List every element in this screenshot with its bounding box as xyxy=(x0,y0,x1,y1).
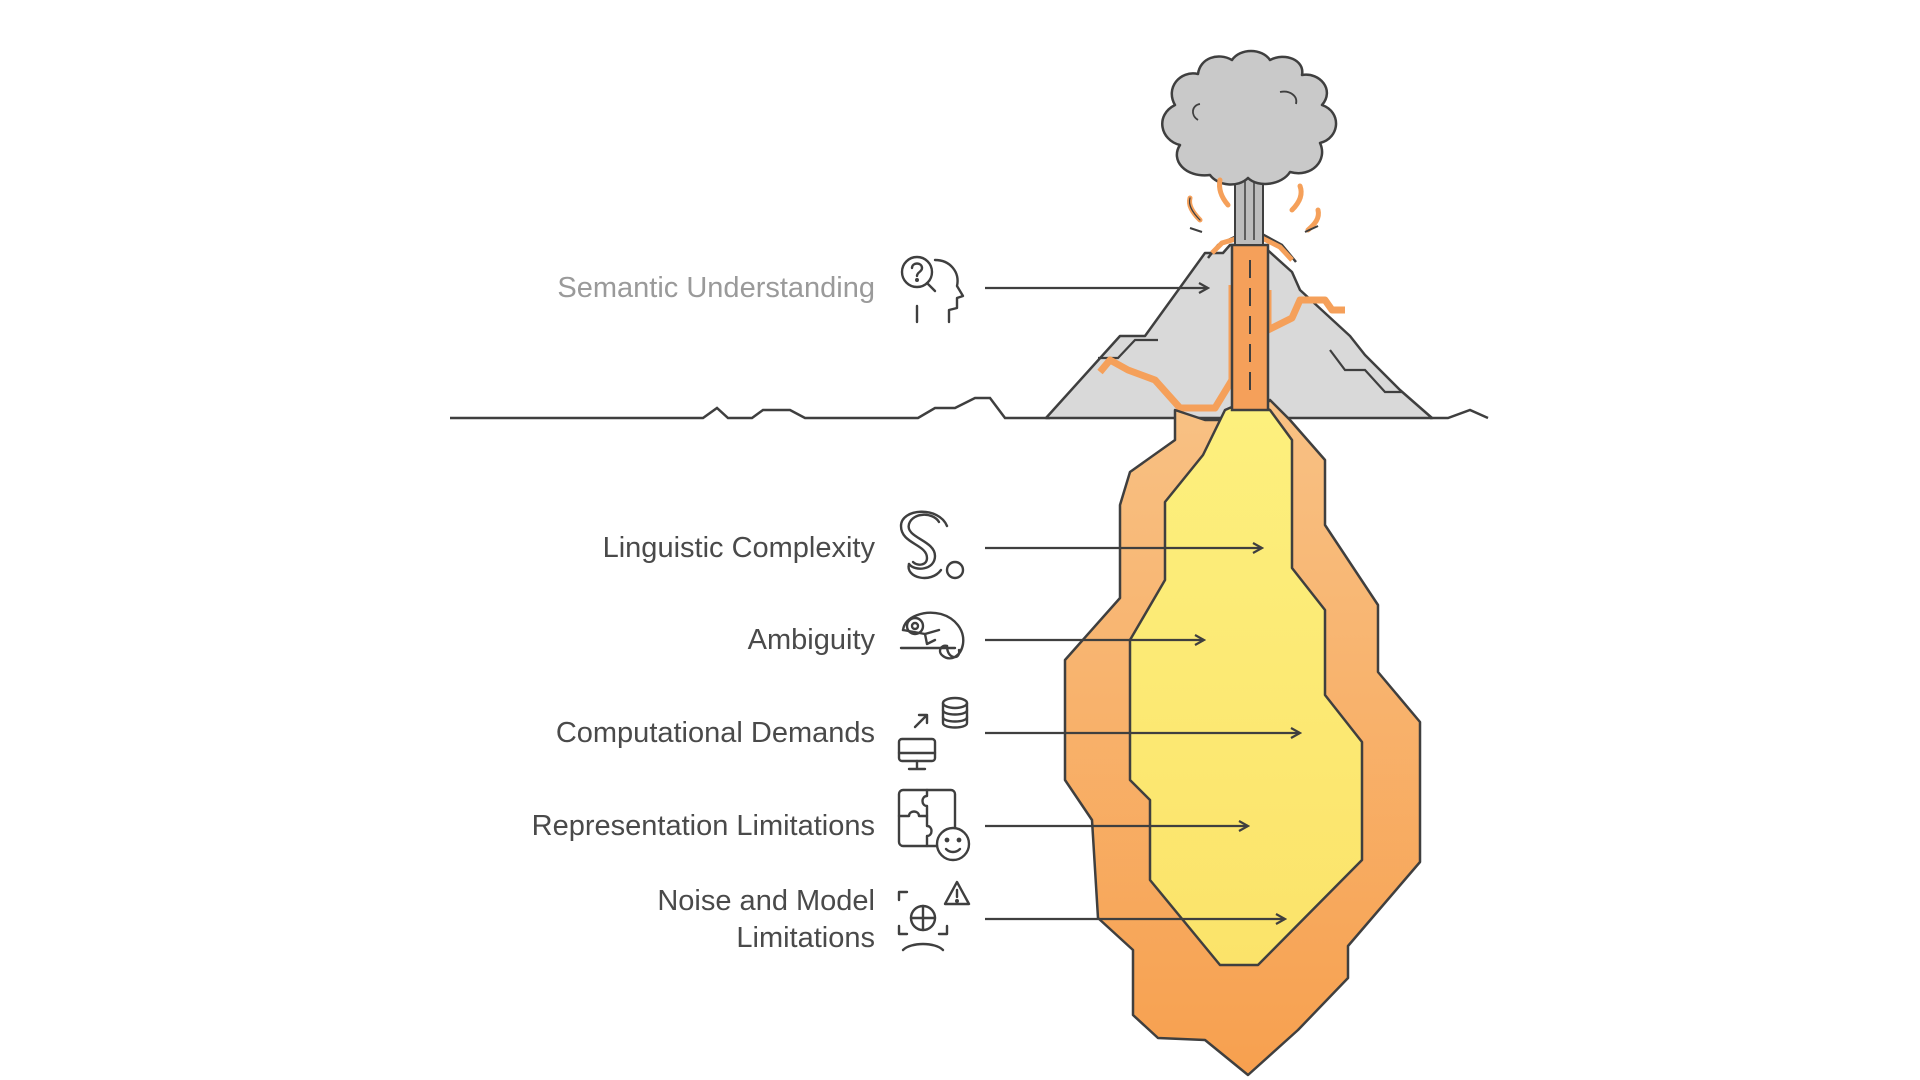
magma-core xyxy=(1128,398,1364,967)
lava-splash xyxy=(1305,207,1321,233)
label-noise-model-limitations: Noise and Model Limitations xyxy=(657,883,875,957)
label-line: Limitations xyxy=(736,922,875,954)
smoke-cloud-detail xyxy=(1279,90,1298,105)
chameleon-icon xyxy=(895,600,975,680)
label-representation-limitations: Representation Limitations xyxy=(531,810,875,842)
puzzle-face-icon xyxy=(895,786,975,866)
computer-database-icon xyxy=(895,693,975,773)
head-question-icon xyxy=(895,250,975,330)
label-line: Noise and Model xyxy=(657,885,875,917)
lava-splash xyxy=(1289,183,1304,213)
lava-stream xyxy=(1097,285,1236,412)
smoke-cloud-detail xyxy=(1192,103,1201,121)
ground-line xyxy=(450,396,1489,420)
lava-splash xyxy=(1217,177,1231,208)
label-semantic-understanding: Semantic Understanding xyxy=(557,272,875,304)
rock-crack xyxy=(1329,349,1402,394)
curvy-s-icon xyxy=(895,508,975,588)
scan-warning-icon xyxy=(895,878,975,958)
lava-splash xyxy=(1304,225,1319,233)
label-linguistic-complexity: Linguistic Complexity xyxy=(602,532,875,564)
smoke-cloud xyxy=(1161,49,1338,186)
lava-splash xyxy=(1189,227,1203,233)
lava-splash xyxy=(1188,197,1201,221)
label-ambiguity: Ambiguity xyxy=(747,624,875,656)
label-computational-demands: Computational Demands xyxy=(555,717,875,749)
